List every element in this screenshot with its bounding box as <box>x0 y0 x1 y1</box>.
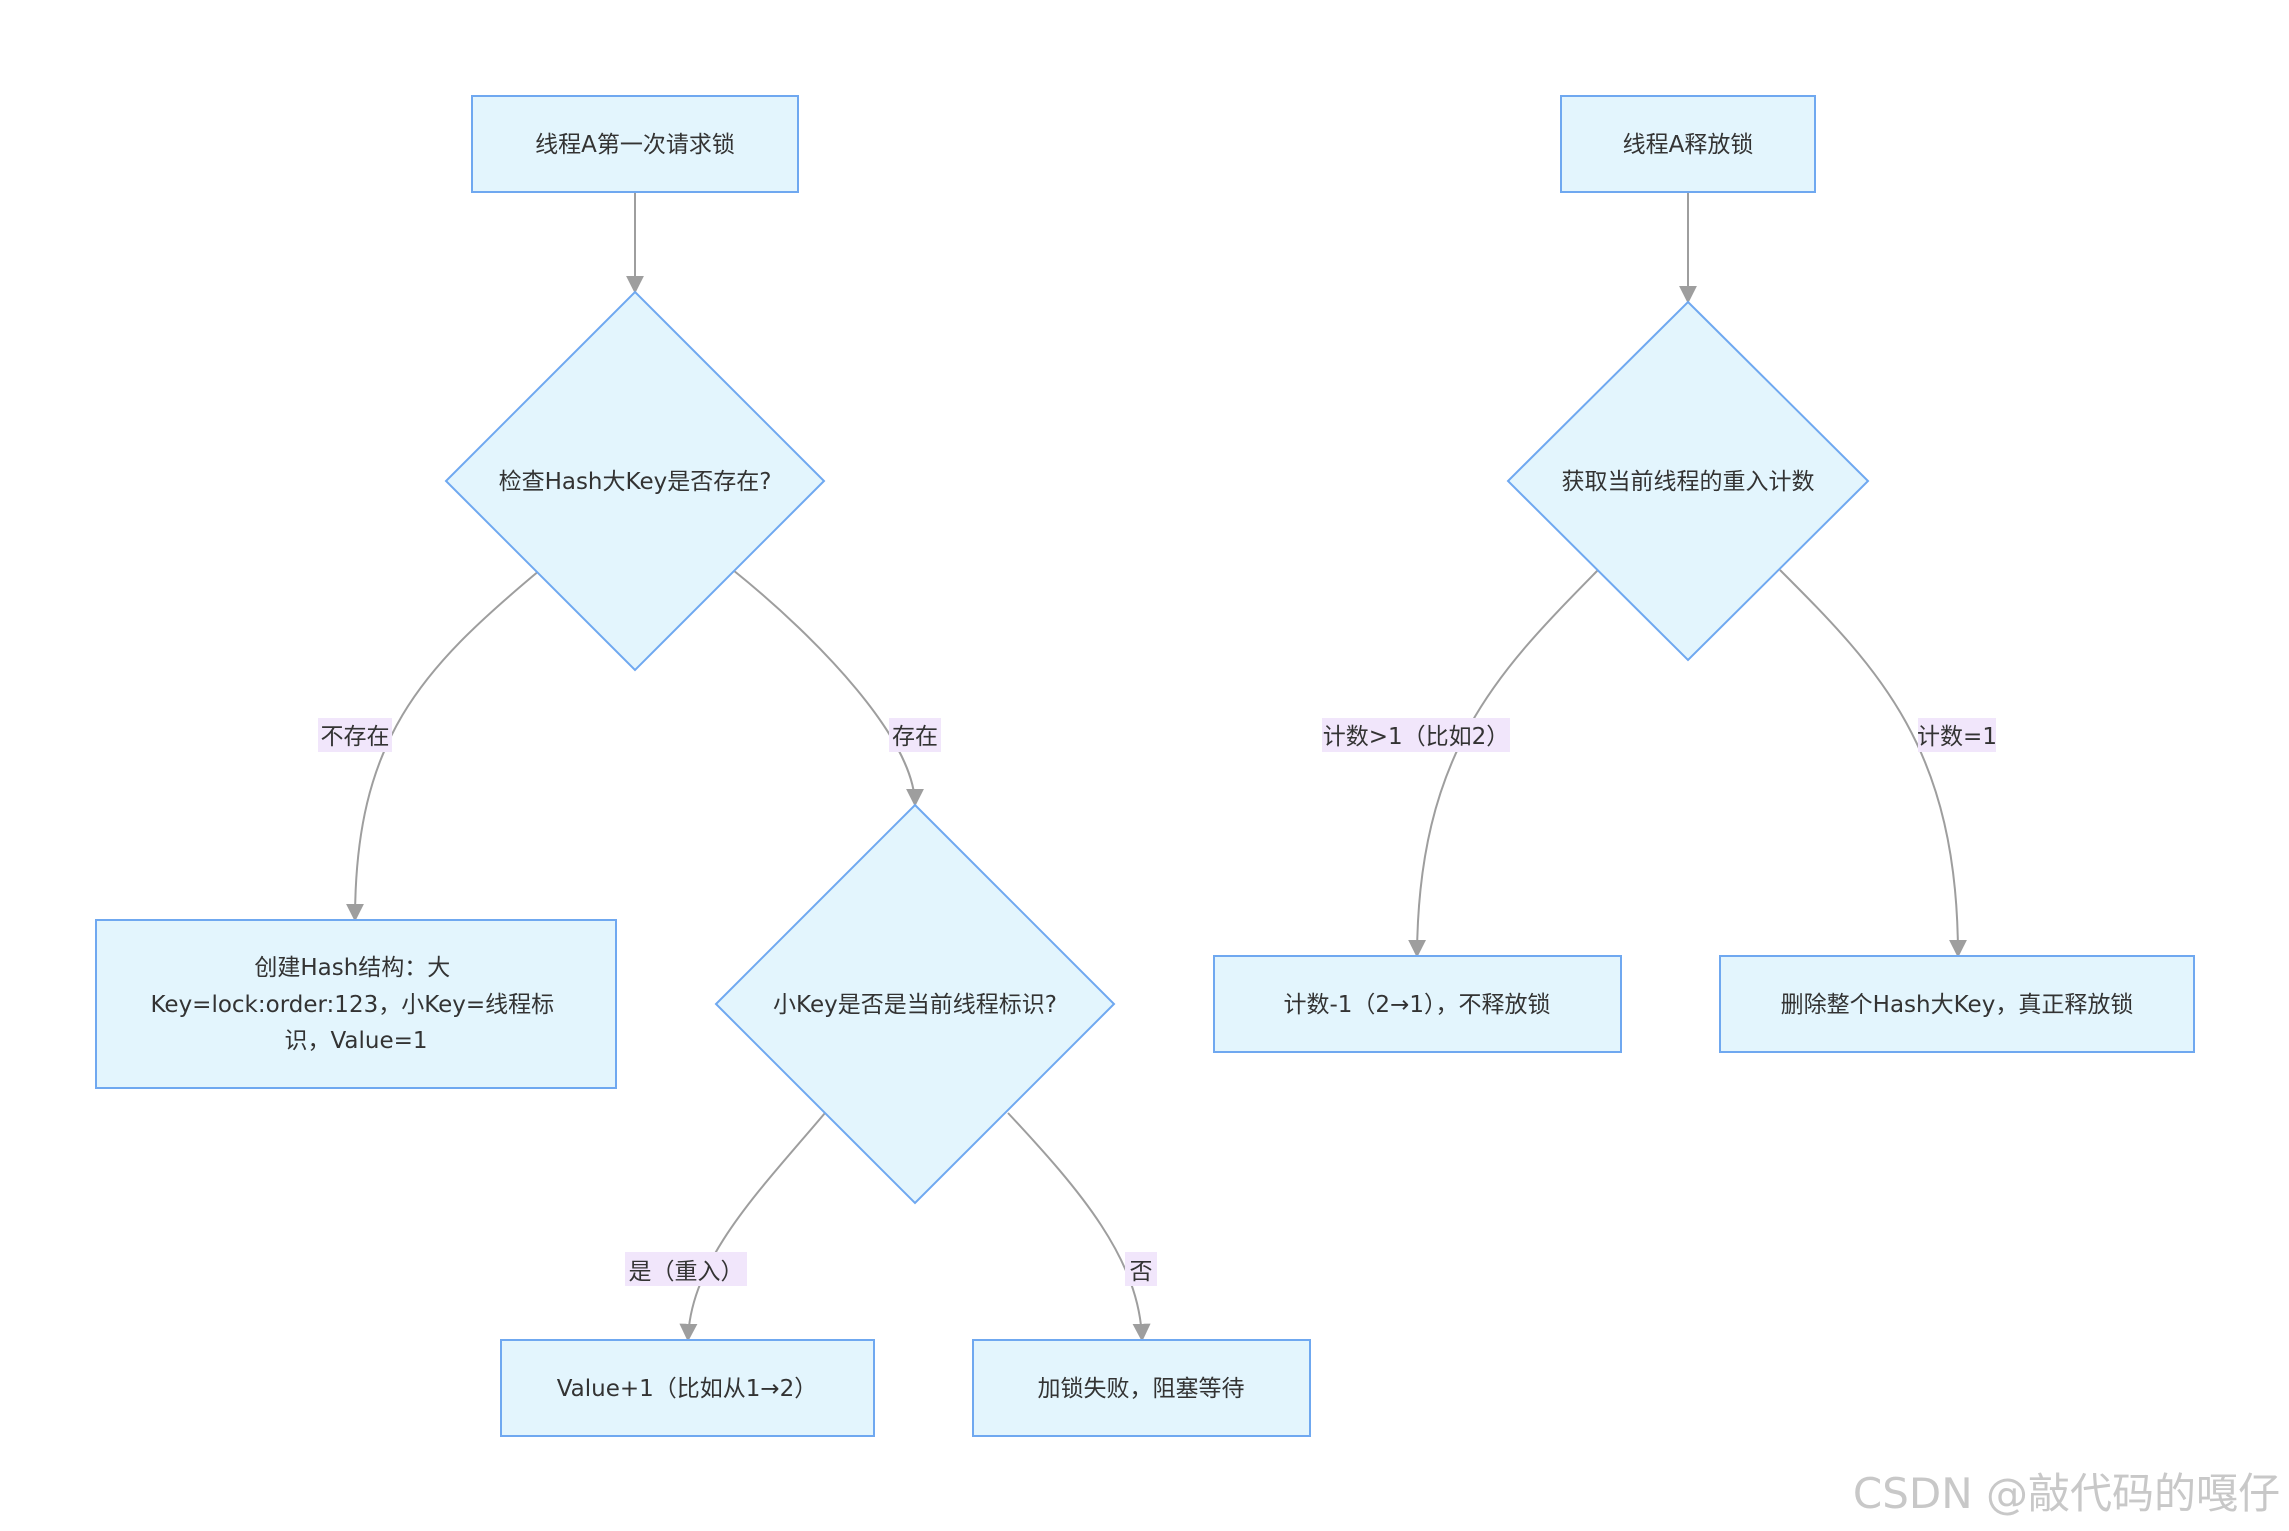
edge-count-to-delete <box>1779 569 1967 958</box>
edge-smallkey-to-value <box>679 1112 826 1342</box>
node-check-hash: 检查Hash大Key是否存在? <box>444 290 826 672</box>
node-line: 线程A第一次请求锁 <box>535 132 735 158</box>
node-count-dec: 计数-1（2→1），不释放锁 <box>1213 955 1622 1053</box>
label-bg-exist <box>889 718 941 752</box>
node-lock-fail: 加锁失败，阻塞等待 <box>972 1339 1311 1437</box>
node-a-release: 线程A释放锁 <box>1560 95 1816 193</box>
node-get-count: 获取当前线程的重入计数 <box>1506 300 1870 662</box>
label-bg-yes-reentry <box>625 1252 747 1286</box>
edge-label-count-eq1: 计数=1 <box>1917 724 1997 750</box>
node-count-dec-text: 计数-1（2→1），不释放锁 <box>1284 992 1551 1018</box>
edge-smallkey-to-fail <box>1007 1112 1151 1342</box>
node-line: 加锁失败，阻塞等待 <box>1038 1376 1245 1402</box>
node-create-hash-text: 创建Hash结构：大 Key=lock:order:123，小Key=线程标 识… <box>150 955 561 1054</box>
node-line: Value+1（比如从1→2） <box>557 1376 818 1402</box>
node-line: 删除整个Hash大Key，真正释放锁 <box>1781 992 2134 1018</box>
edge-label-no: 否 <box>1130 1259 1153 1285</box>
node-delete-key-text: 删除整个Hash大Key，真正释放锁 <box>1781 992 2134 1018</box>
edge-label-yes-reentry: 是（重入） <box>629 1259 744 1285</box>
node-create-hash: 创建Hash结构：大 Key=lock:order:123，小Key=线程标 识… <box>95 919 617 1089</box>
edge-label-not-exist: 不存在 <box>321 724 390 750</box>
node-check-small-key-text: 小Key是否是当前线程标识? <box>773 992 1057 1018</box>
edge-check-to-smallkey <box>732 569 924 807</box>
node-a-release-text: 线程A释放锁 <box>1623 132 1754 158</box>
node-line: Key=lock:order:123，小Key=线程标 <box>150 992 554 1018</box>
node-get-count-text: 获取当前线程的重入计数 <box>1562 469 1815 495</box>
node-value-inc: Value+1（比如从1→2） <box>500 1339 875 1437</box>
edge-check-to-create <box>346 569 541 922</box>
node-a-request: 线程A第一次请求锁 <box>471 95 799 193</box>
node-line: 检查Hash大Key是否存在? <box>499 469 772 495</box>
node-line: 创建Hash结构：大 <box>254 955 450 981</box>
label-bg-count-eq1 <box>1918 718 1996 752</box>
nodes: 线程A第一次请求锁 检查Hash大Key是否存在? 创建Hash结构：大 Key… <box>95 95 2195 1437</box>
node-lock-fail-text: 加锁失败，阻塞等待 <box>1038 1376 1245 1402</box>
watermark-text: CSDN @敲代码的嘎仔 <box>1853 1469 2280 1518</box>
node-line: 计数-1（2→1），不释放锁 <box>1284 992 1551 1018</box>
edge-count-to-dec <box>1408 569 1599 958</box>
node-a-request-text: 线程A第一次请求锁 <box>535 132 735 158</box>
node-line: 获取当前线程的重入计数 <box>1562 469 1815 495</box>
label-bg-not-exist <box>318 718 392 752</box>
node-check-hash-text: 检查Hash大Key是否存在? <box>499 469 772 495</box>
node-line: 小Key是否是当前线程标识? <box>773 992 1057 1018</box>
edge-label-exist: 存在 <box>892 724 938 750</box>
edge-labels: 不存在 存在 是（重入） 否 计数>1（比如2） 计数=1 <box>318 718 1997 1286</box>
node-line: 识，Value=1 <box>284 1028 427 1054</box>
node-delete-key: 删除整个Hash大Key，真正释放锁 <box>1719 955 2195 1053</box>
node-check-small-key: 小Key是否是当前线程标识? <box>714 803 1116 1205</box>
label-bg-count-gt1 <box>1322 718 1510 752</box>
label-bg-no <box>1125 1252 1157 1286</box>
node-value-inc-text: Value+1（比如从1→2） <box>557 1376 818 1402</box>
node-line: 线程A释放锁 <box>1623 132 1754 158</box>
edge-label-count-gt1: 计数>1（比如2） <box>1323 724 1510 750</box>
